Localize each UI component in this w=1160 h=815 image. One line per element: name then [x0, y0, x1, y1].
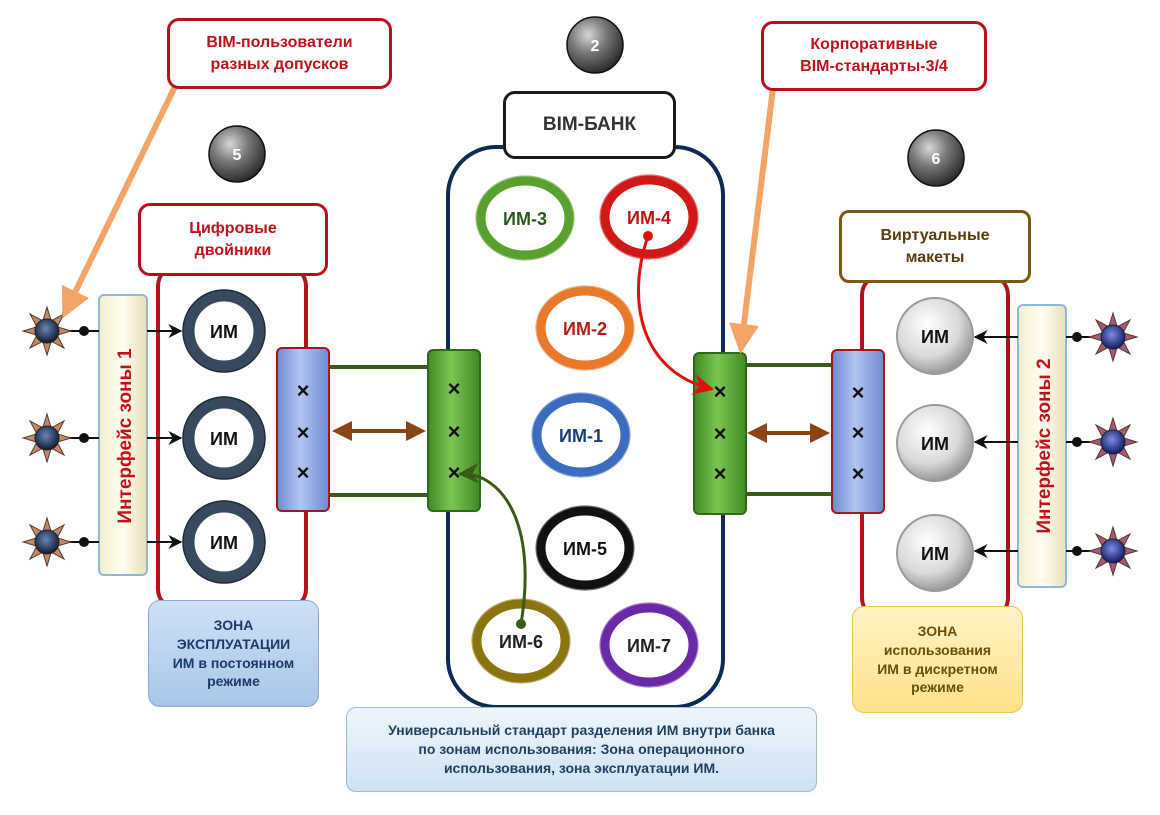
im6-arrow-origin — [516, 619, 526, 629]
user-star-icon — [21, 516, 73, 568]
switch-mark: × — [297, 378, 310, 403]
bank-model-label: ИМ-5 — [563, 539, 607, 559]
bank-model-ring — [476, 176, 574, 260]
badge-6: 6 — [907, 129, 965, 187]
user-star-icon — [21, 305, 73, 357]
bim-bank-title: BIM-БАНК — [503, 91, 676, 159]
switch-mark: × — [714, 461, 727, 486]
digital-twin-models: ИМ ИМ ИМ — [182, 289, 266, 584]
digital-twins-label: Цифровые двойники — [138, 203, 328, 276]
bank-model-label: ИМ-6 — [499, 632, 543, 652]
vm-model — [896, 404, 974, 482]
bank-model-5: ИМ-5 — [535, 505, 635, 591]
virtual-models-label: Виртуальные макеты — [839, 210, 1031, 283]
right-input-arrows — [973, 330, 1090, 558]
switch-mark: × — [448, 376, 461, 401]
bank-models: ИМ-3 ИМ-4ИМ-2ИМ-1ИМ-5ИМ-6 ИМ-7 — [471, 174, 699, 688]
bank-model-2: ИМ-4 — [599, 174, 699, 260]
zone1-interface-label: Интерфейс зоны 1 — [115, 348, 136, 524]
badge-number: 6 — [932, 151, 941, 168]
bim-users-pointer — [61, 67, 186, 319]
zone-operation-box: ЗОНА ЭКСПЛУАТАЦИИ ИМ в постоянном режиме — [148, 600, 319, 707]
bim-users-label: BIM-пользователи разных допусков — [167, 18, 392, 89]
badge-2: 2 — [566, 16, 624, 74]
switch-marks: × × × × × × × × × × × × — [297, 376, 865, 486]
standards-pointer — [729, 77, 777, 354]
zone1-interface-bar — [98, 294, 148, 576]
dt-model — [183, 501, 265, 583]
left-blue-bus — [276, 347, 330, 512]
switch-mark: × — [448, 460, 461, 485]
bank-model-ring — [536, 506, 634, 590]
switch-mark: × — [852, 461, 865, 486]
switch-mark: × — [448, 419, 461, 444]
bim-users-left — [21, 305, 73, 568]
im-label: ИМ — [210, 533, 238, 553]
switch-mark: × — [852, 380, 865, 405]
bank-model-ring — [600, 603, 698, 687]
zone-usage-box: ЗОНА использования ИМ в дискретном режим… — [852, 606, 1023, 713]
bank-model-3: ИМ-2 — [535, 285, 635, 371]
bank-model-1: ИМ-3 — [475, 175, 575, 261]
right-blue-bus — [831, 349, 885, 514]
im-label: ИМ — [210, 429, 238, 449]
bus-connections — [330, 363, 832, 497]
bank-model-4: ИМ-1 — [531, 392, 631, 478]
universal-standard-box: Универсальный стандарт разделения ИМ вну… — [346, 707, 817, 792]
switch-mark: × — [714, 421, 727, 446]
bank-model-label: ИМ-1 — [559, 426, 603, 446]
bank-model-ring — [600, 175, 698, 259]
virtual-model-spheres: ИМ ИМ ИМ — [896, 297, 974, 592]
bim-users-right — [1087, 311, 1139, 577]
badge-5: 5 — [208, 125, 266, 183]
bank-model-label: ИМ-3 — [503, 209, 547, 229]
im-label: ИМ — [921, 327, 949, 347]
badge-number: 2 — [591, 38, 600, 55]
im4-to-bus-arrow — [636, 235, 715, 395]
vm-model — [896, 297, 974, 375]
badge-number: 5 — [233, 147, 242, 164]
bank-model-label: ИМ-7 — [627, 636, 671, 656]
switch-mark: × — [297, 460, 310, 485]
bank-model-ring — [536, 286, 634, 370]
im6-to-bus-arrow — [457, 462, 527, 625]
bank-model-6: ИМ-6 — [471, 598, 571, 684]
vm-model — [896, 514, 974, 592]
switch-mark: × — [852, 420, 865, 445]
user-star-icon — [21, 412, 73, 464]
im-label: ИМ — [921, 434, 949, 454]
zone2-interface-bar — [1017, 304, 1067, 588]
left-input-arrows — [70, 324, 183, 549]
switch-mark: × — [297, 420, 310, 445]
corporate-standards-label: Корпоративные BIM-стандарты-3/4 — [761, 21, 987, 91]
im4-arrow-origin — [643, 231, 653, 241]
bank-model-7: ИМ-7 — [599, 602, 699, 688]
bank-model-ring — [472, 599, 570, 683]
zone2-interface-label: Интерфейс зоны 2 — [1034, 358, 1055, 533]
dt-model — [183, 397, 265, 479]
bank-model-ring — [532, 393, 630, 477]
dt-model — [183, 290, 265, 372]
user-star-icon — [1087, 311, 1139, 363]
user-star-icon — [1087, 525, 1139, 577]
user-star-icon — [1087, 416, 1139, 468]
im-label: ИМ — [921, 544, 949, 564]
switch-mark: × — [714, 379, 727, 404]
bank-model-label: ИМ-2 — [563, 319, 607, 339]
bank-model-label: ИМ-4 — [627, 208, 671, 228]
im-label: ИМ — [210, 322, 238, 342]
